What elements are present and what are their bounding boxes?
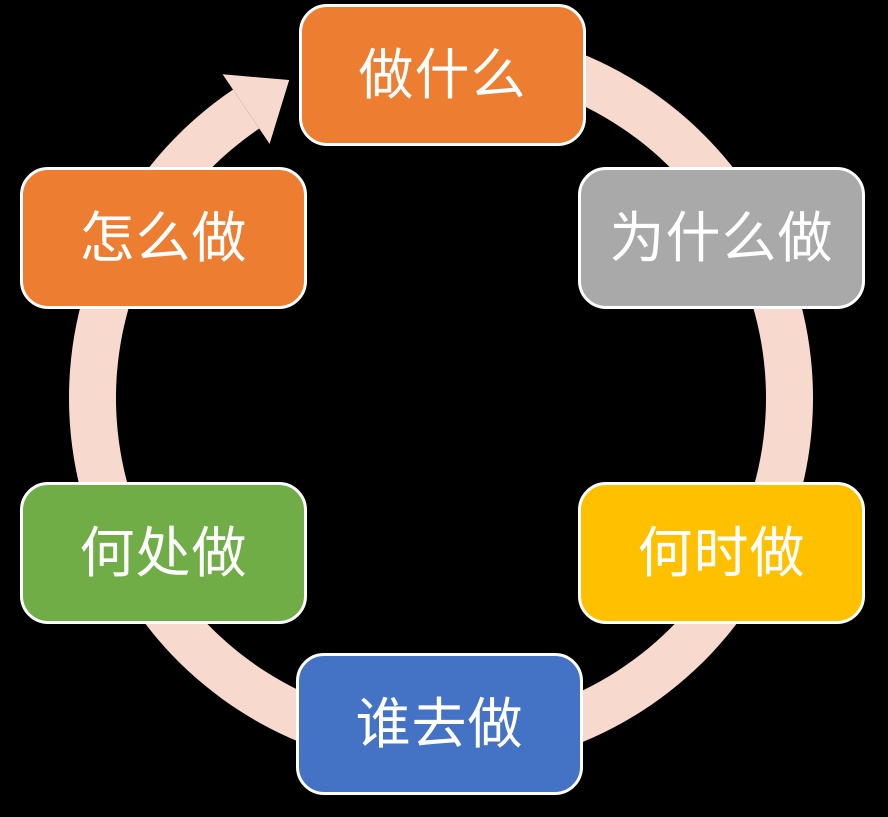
node-why: 为什么做: [578, 167, 865, 309]
node-label: 做什么: [358, 43, 527, 106]
node-what: 做什么: [299, 4, 586, 146]
node-how: 怎么做: [20, 167, 307, 309]
node-where: 何处做: [20, 482, 307, 624]
node-when: 何时做: [578, 482, 865, 624]
node-who: 谁去做: [296, 653, 583, 795]
arrow-head-icon: [222, 74, 290, 144]
node-label: 为什么做: [609, 206, 834, 269]
node-label: 怎么做: [79, 206, 248, 269]
node-label: 谁去做: [355, 692, 524, 755]
node-label: 何时做: [637, 521, 806, 584]
node-label: 何处做: [79, 521, 248, 584]
